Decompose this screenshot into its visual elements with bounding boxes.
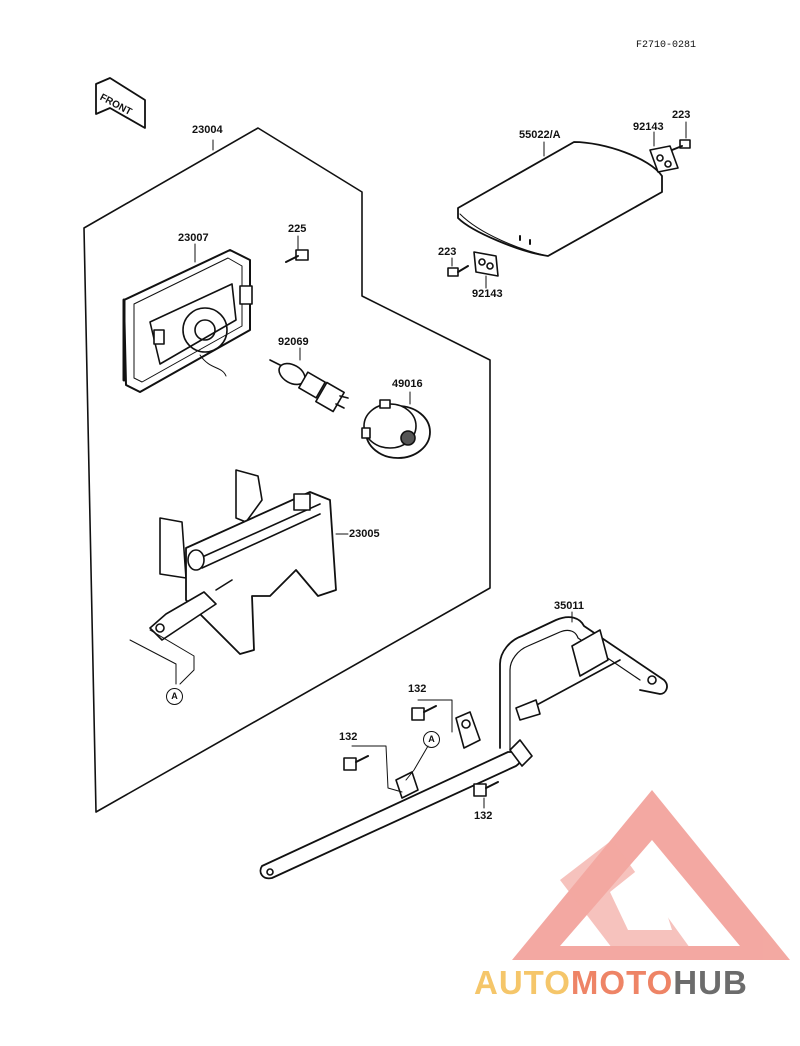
bracket-icon [149,469,337,655]
label-23005: 23005 [349,528,380,540]
label-92143-left: 92143 [472,288,503,300]
bolt-top-icon [411,705,437,721]
label-55022a: 55022/A [519,129,561,141]
diagram-code: F2710-0281 [636,40,697,51]
bolt-left-icon [343,755,369,771]
watermark-part-hub: HUB [673,964,748,1001]
watermark-logo-icon [512,790,790,960]
cover-lid-icon [457,141,663,257]
assembly-outline [83,127,491,813]
front-arrow-icon [95,77,146,129]
label-132-left: 132 [339,731,358,743]
label-132-top: 132 [408,683,427,695]
bulb-icon [269,359,349,413]
callout-a-upper: A [166,688,183,705]
bulb-cover-icon [361,399,431,459]
stay-icon [259,616,668,880]
watermark-part-moto: MOTO [570,964,674,1001]
label-92069: 92069 [278,336,309,348]
label-92143-right: 92143 [633,121,664,133]
bolt-bottom-icon [473,781,499,797]
watermark-text: AUTOMOTOHUB [474,964,748,1002]
screw-right-icon [671,139,691,151]
label-23004: 23004 [192,124,223,136]
screw-left-icon [447,265,469,277]
headlight-unit-icon [122,249,253,393]
label-223-left: 223 [438,246,457,258]
label-23007: 23007 [178,232,209,244]
label-35011: 35011 [554,600,584,612]
plate-right-icon [649,145,679,173]
callout-a-lower: A [423,731,440,748]
screw-225-icon [285,249,309,263]
label-132-bottom: 132 [474,810,493,822]
label-49016: 49016 [392,378,423,390]
label-223-right: 223 [672,109,691,121]
label-225: 225 [288,223,307,235]
watermark-part-auto: AUTO [474,964,571,1001]
plate-left-icon [473,251,499,277]
